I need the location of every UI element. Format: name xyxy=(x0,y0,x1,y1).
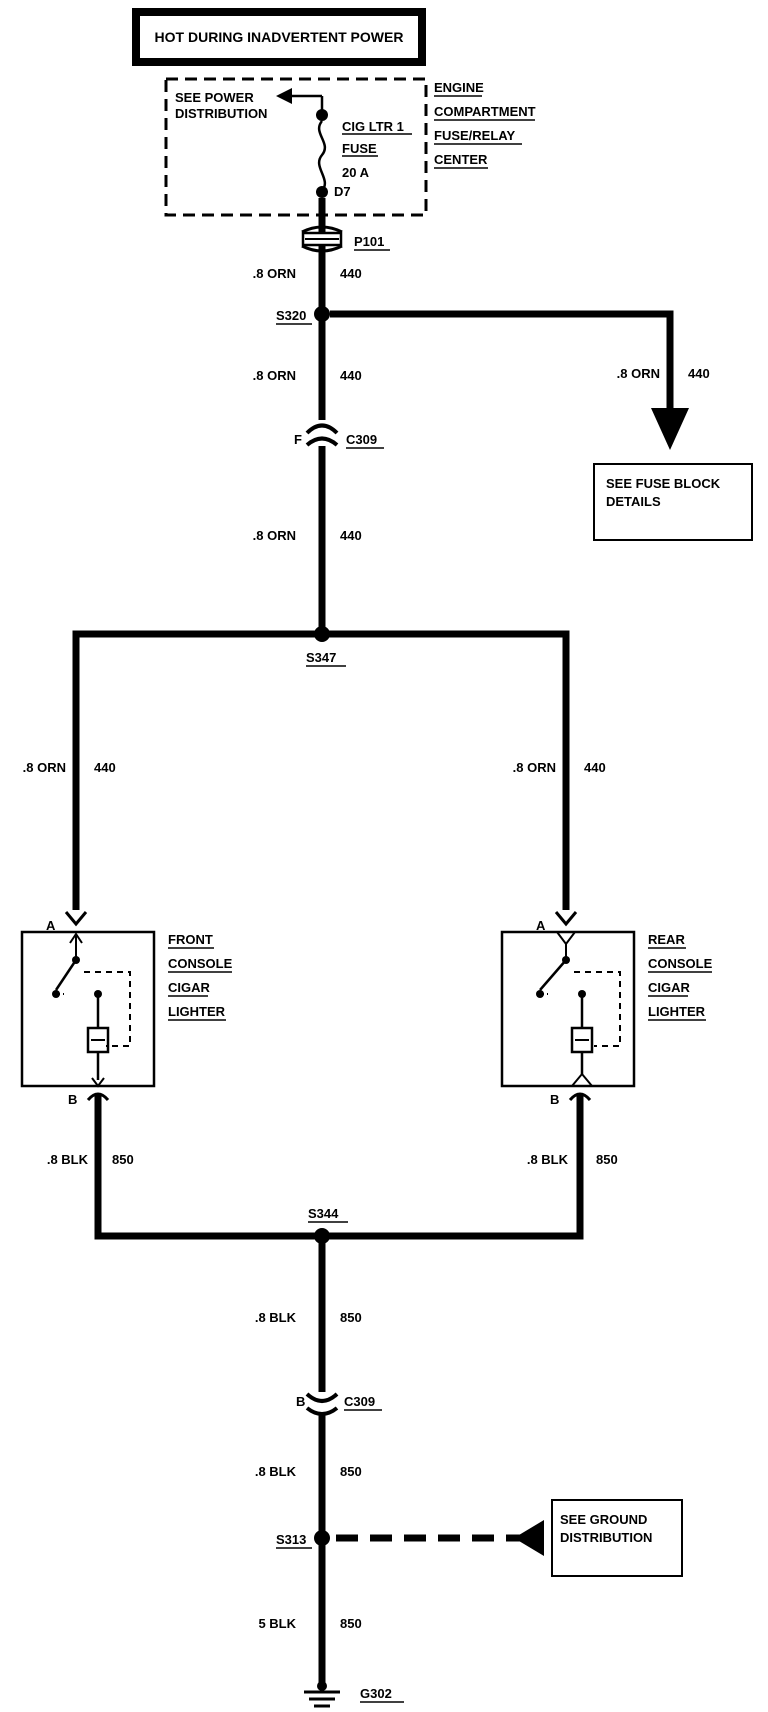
title-text: HOT DURING INADVERTENT POWER xyxy=(155,29,404,45)
c309-top-pin: F xyxy=(294,432,302,447)
rear-lighter-name-line2: CONSOLE xyxy=(648,956,713,971)
fuse-block-details-box: SEE FUSE BLOCK DETAILS xyxy=(593,463,753,541)
front-lighter-name-line3: CIGAR xyxy=(168,980,211,995)
wire-circuit-rear-feed: 440 xyxy=(584,760,606,775)
c309-top-label: C309 xyxy=(346,432,377,447)
wire-gauge-front-ground: .8 BLK xyxy=(47,1152,89,1167)
wire-circuit-front-feed: 440 xyxy=(94,760,116,775)
splice-s347 xyxy=(314,626,330,642)
front-pin-a-connector xyxy=(64,911,88,927)
s344-label: S344 xyxy=(308,1206,339,1221)
fuse-block-text-line2: DETAILS xyxy=(606,494,661,509)
s347-label: S347 xyxy=(306,650,336,665)
fuse-relay-center: SEE POWER DISTRIBUTION CIG LTR 1 FUSE 20… xyxy=(164,77,428,217)
fuse-center-name-line1: ENGINE xyxy=(434,80,484,95)
front-lighter-name-line2: CONSOLE xyxy=(168,956,233,971)
fuse-input-node xyxy=(316,109,328,121)
connector-c309-top: F C309 xyxy=(294,420,384,449)
wire-gauge-rear-feed: .8 ORN xyxy=(513,760,556,775)
wire-gauge-c309-s347: .8 ORN xyxy=(253,528,296,543)
c309-bottom-pin: B xyxy=(296,1394,305,1409)
fuse-rating: 20 A xyxy=(342,165,370,180)
wire-circuit-s320-c309: 440 xyxy=(340,368,362,383)
wire-gauge-rear-ground: .8 BLK xyxy=(527,1152,569,1167)
wire-circuit-s320-branch: 440 xyxy=(688,366,710,381)
fuse-terminal-node xyxy=(316,186,328,198)
g302-label: G302 xyxy=(360,1686,392,1701)
fuse-center-name-line3: FUSE/RELAY xyxy=(434,128,515,143)
s320-label: S320 xyxy=(276,308,306,323)
fuse-block-text-line1: SEE FUSE BLOCK xyxy=(606,476,721,491)
title-box: HOT DURING INADVERTENT POWER xyxy=(132,8,426,66)
front-pin-b-connector xyxy=(86,1092,110,1102)
s313-label: S313 xyxy=(276,1532,306,1547)
c309-bottom-label: C309 xyxy=(344,1394,375,1409)
fuse-center-name-line4: CENTER xyxy=(434,152,488,167)
p101-label: P101 xyxy=(354,234,384,249)
wire-circuit-s344-c309: 850 xyxy=(340,1310,362,1325)
ground-g302: G302 xyxy=(304,1681,404,1708)
fuse-name: CIG LTR 1 xyxy=(342,119,404,134)
rear-lighter-name-line1: REAR xyxy=(648,932,685,947)
wire-s347-distribution xyxy=(72,630,570,910)
splice-s320 xyxy=(314,306,330,322)
wire-gauge-p101-s320: .8 ORN xyxy=(253,266,296,281)
wire-circuit-s313-g302: 850 xyxy=(340,1616,362,1631)
front-pin-a: A xyxy=(46,918,56,933)
see-power-line1: SEE POWER xyxy=(175,90,254,105)
power-arrow-icon xyxy=(276,88,292,104)
fuse-type: FUSE xyxy=(342,141,377,156)
wire-gauge-front-feed: .8 ORN xyxy=(23,760,66,775)
rear-lighter-name-line3: CIGAR xyxy=(648,980,691,995)
wire-circuit-c309-s313: 850 xyxy=(340,1464,362,1479)
fuse-icon xyxy=(317,120,327,192)
rear-pin-b-connector xyxy=(568,1092,592,1102)
rear-pin-b: B xyxy=(550,1092,559,1107)
front-console-cigar-lighter: A B FRONT CONSOLE CIGAR LIGHTER xyxy=(20,911,233,1107)
front-pin-b: B xyxy=(68,1092,77,1107)
wire-gauge-s344-c309: .8 BLK xyxy=(255,1310,297,1325)
see-power-line2: DISTRIBUTION xyxy=(175,106,267,121)
wire-circuit-c309-s347: 440 xyxy=(340,528,362,543)
wire-gauge-s313-g302: 5 BLK xyxy=(258,1616,296,1631)
ground-arrow-icon xyxy=(514,1520,544,1556)
front-lighter-name-line4: LIGHTER xyxy=(168,1004,226,1019)
fuse-terminal: D7 xyxy=(334,184,351,199)
fuse-center-name: ENGINE COMPARTMENT FUSE/RELAY CENTER xyxy=(434,80,536,169)
splice-s313 xyxy=(314,1530,330,1546)
connector-c309-bottom: B C309 xyxy=(296,1392,382,1416)
wire-s344-collection xyxy=(94,1094,584,1240)
branch-arrow-icon xyxy=(651,408,689,450)
connector-p101: P101 xyxy=(301,225,390,253)
rear-lighter-name-line4: LIGHTER xyxy=(648,1004,706,1019)
wire-s320-branch xyxy=(330,310,674,410)
wire-circuit-p101-s320: 440 xyxy=(340,266,362,281)
rear-pin-a-connector xyxy=(554,911,578,927)
ground-box-text-line2: DISTRIBUTION xyxy=(560,1530,652,1545)
wire-gauge-c309-s313: .8 BLK xyxy=(255,1464,297,1479)
wire-gauge-s320-branch: .8 ORN xyxy=(617,366,660,381)
wire-circuit-rear-ground: 850 xyxy=(596,1152,618,1167)
front-lighter-name-line1: FRONT xyxy=(168,932,213,947)
fuse-center-name-line2: COMPARTMENT xyxy=(434,104,536,119)
ground-distribution-box: SEE GROUND DISTRIBUTION xyxy=(551,1499,683,1577)
rear-console-cigar-lighter: A B REAR CONSOLE CIGAR LIGHTER xyxy=(500,911,713,1107)
wire-gauge-s320-c309: .8 ORN xyxy=(253,368,296,383)
ground-box-text-line1: SEE GROUND xyxy=(560,1512,647,1527)
rear-pin-a: A xyxy=(536,918,546,933)
wire-circuit-front-ground: 850 xyxy=(112,1152,134,1167)
